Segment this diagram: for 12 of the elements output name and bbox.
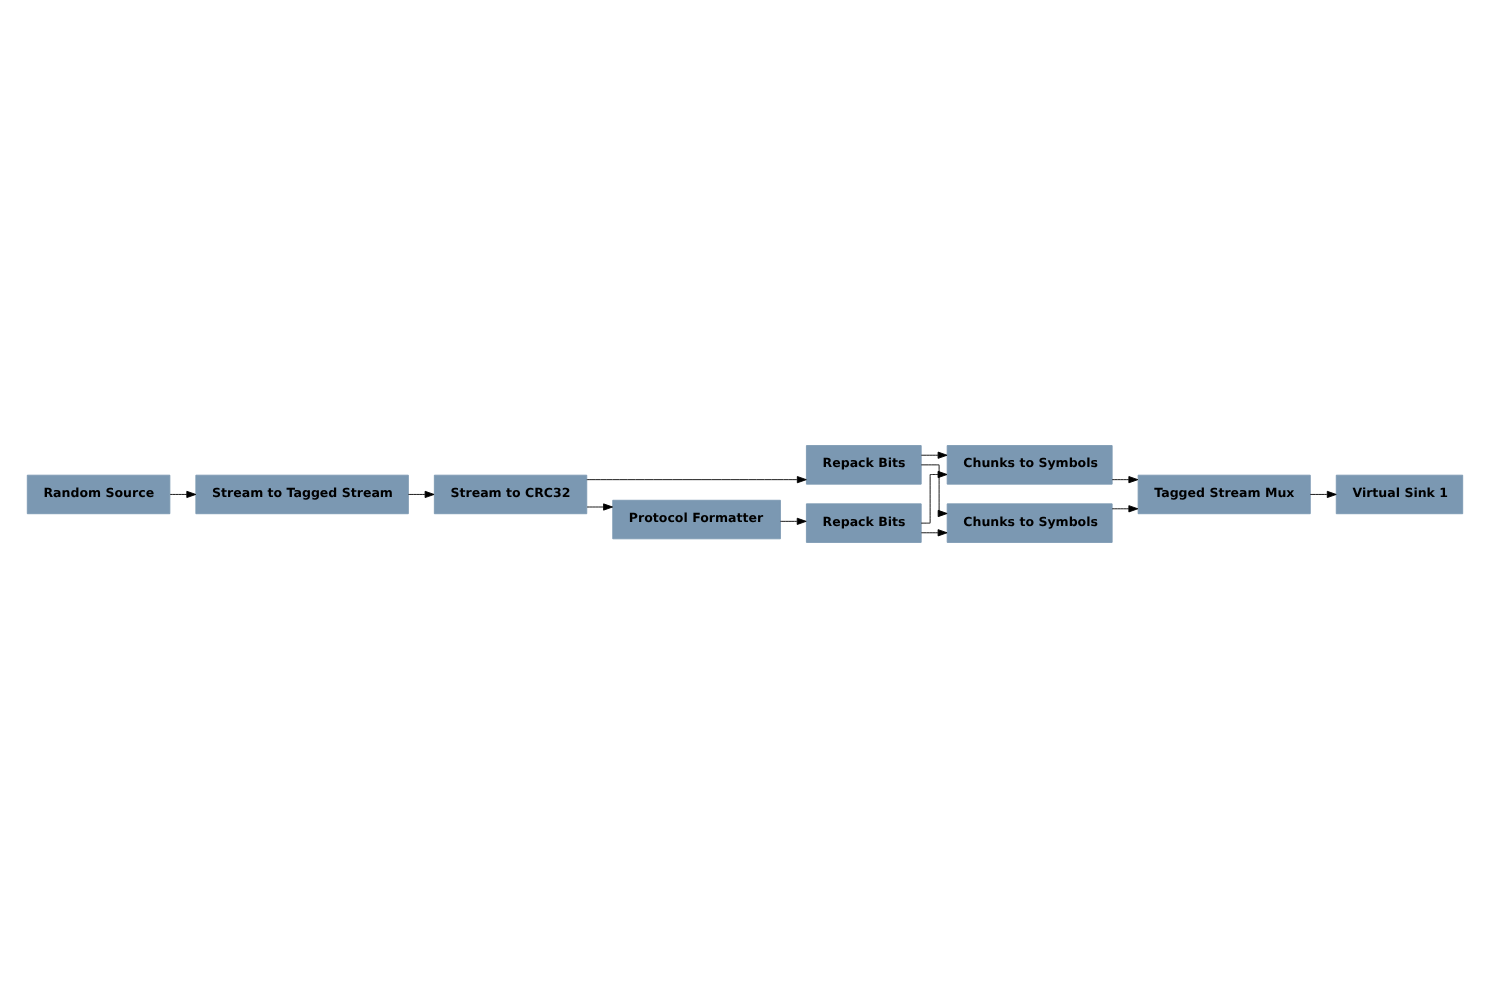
arrow [779,516,807,524]
arrow [920,469,948,523]
arrow [920,463,948,517]
arrow [586,502,613,510]
arrow [169,489,197,498]
arrow [920,450,948,458]
arrow [408,489,435,498]
arrow [1309,489,1337,498]
arrow [1111,504,1139,512]
arrow [1111,475,1139,483]
arrow [920,528,948,536]
arrow [586,475,807,483]
